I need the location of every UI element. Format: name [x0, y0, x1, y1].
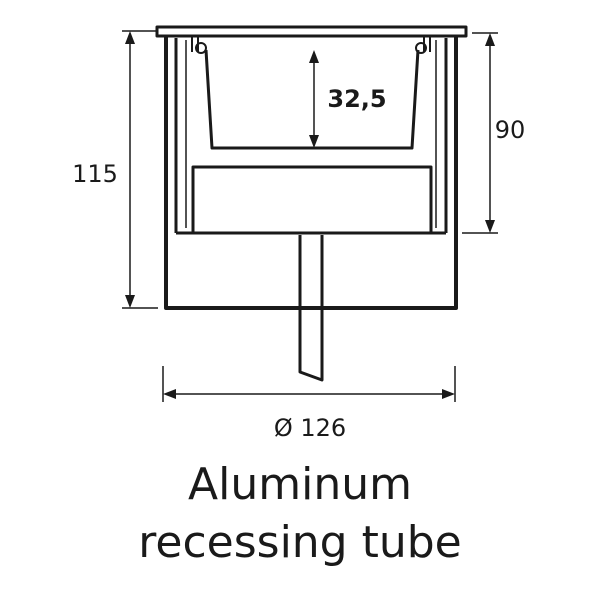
dimension-32-5-label: 32,5: [327, 85, 386, 113]
top-flange: [155, 25, 468, 38]
dimension-90: [462, 32, 498, 234]
lamp-cup: [204, 49, 420, 150]
left-clip-screw: [195, 42, 207, 54]
dimension-32-5: [309, 50, 319, 148]
dimension-115-label: 115: [72, 160, 118, 188]
caption-line-2: recessing tube: [138, 517, 462, 568]
dimension-115: [122, 30, 158, 309]
arrow-up-32-5: [309, 50, 319, 63]
outer-tube-outline: [164, 36, 458, 310]
cable-pole: [298, 235, 324, 382]
dimension-126-label: Ø 126: [274, 414, 346, 442]
caption: Aluminum recessing tube: [0, 456, 600, 572]
arrow-up-90: [485, 33, 495, 46]
caption-line-1: Aluminum: [188, 459, 412, 510]
arrow-down-115: [125, 295, 135, 308]
driver-box: [191, 165, 433, 235]
arrow-down-32-5: [309, 135, 319, 148]
dimension-126: [162, 366, 456, 402]
arrow-right-126: [442, 389, 455, 399]
arrow-left-126: [163, 389, 176, 399]
right-clip-screw: [415, 42, 427, 54]
arrow-down-90: [485, 220, 495, 233]
dimension-90-label: 90: [495, 116, 526, 144]
arrow-up-115: [125, 31, 135, 44]
